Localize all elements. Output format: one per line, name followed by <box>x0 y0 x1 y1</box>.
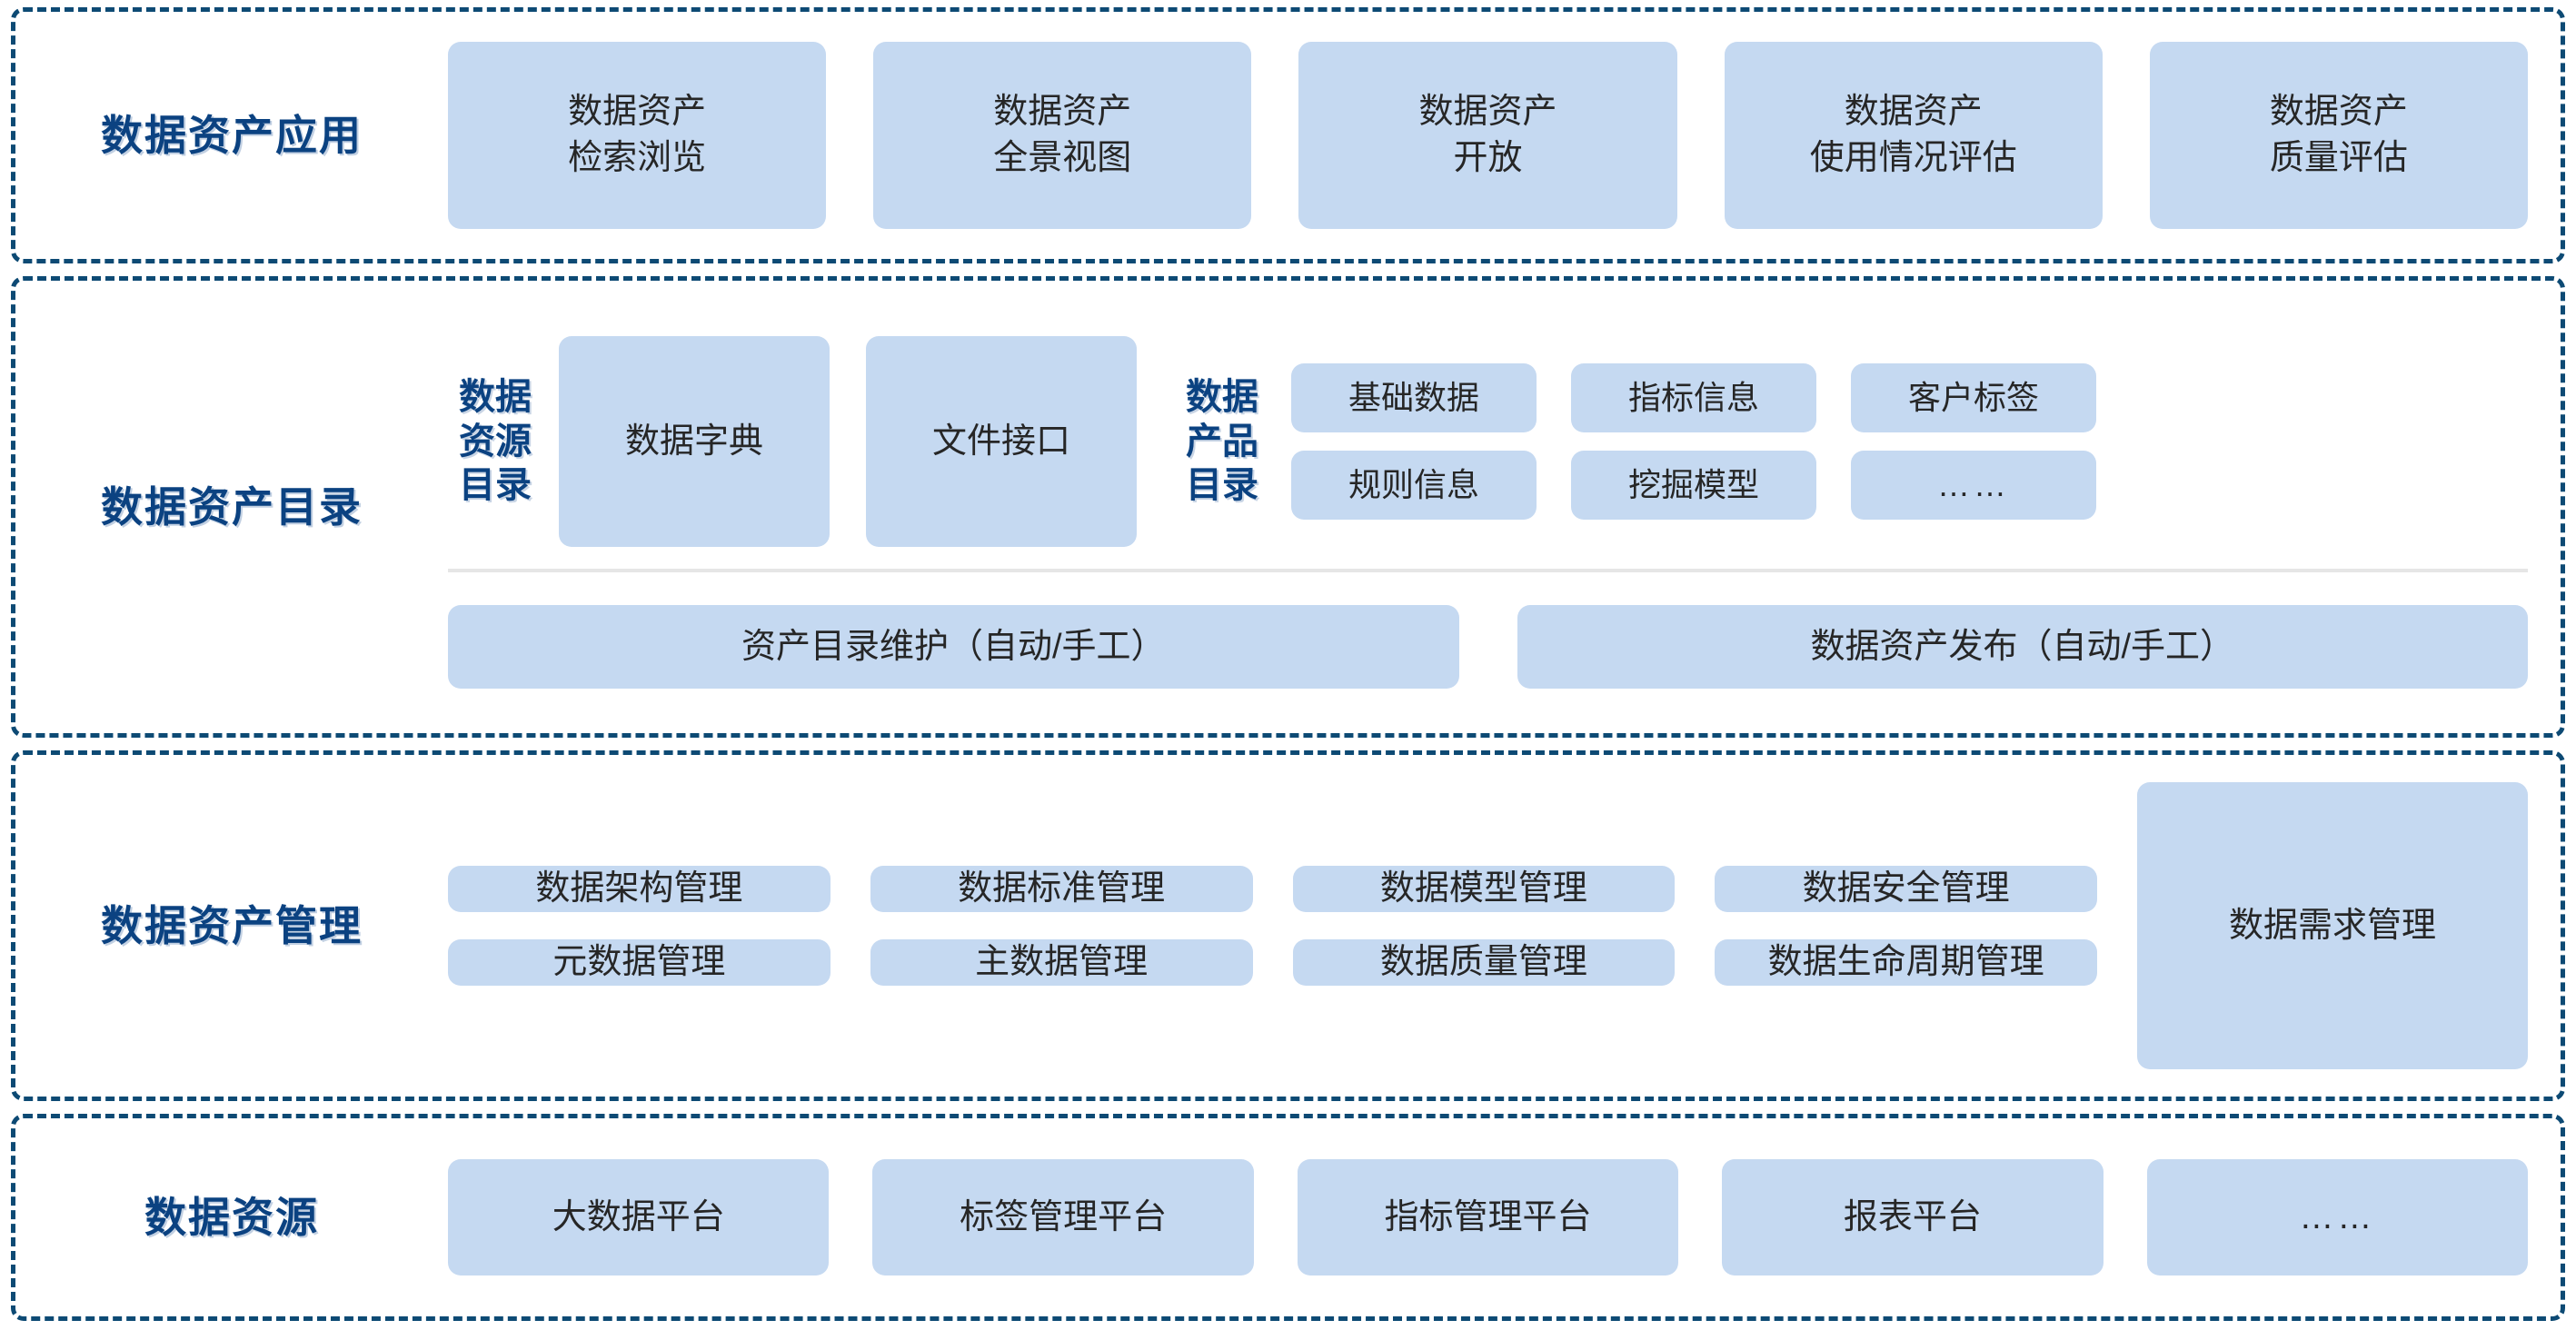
app-card-retrieval-browse[interactable]: 数据资产 检索浏览 <box>448 42 827 229</box>
catalog-body: 数据 资源 目录 数据字典 文件接口 数据 产品 目录 基础数据 指标信息 客户… <box>448 281 2561 733</box>
manage-card-data-security[interactable]: 数据安全管理 <box>1715 866 2097 912</box>
resource-card-ellipsis[interactable]: …… <box>2146 1159 2529 1275</box>
catalog-card-ellipsis[interactable]: …… <box>1851 451 2096 520</box>
resource-card-indicator-management-platform[interactable]: 指标管理平台 <box>1297 1159 1679 1275</box>
catalog-card-data-dictionary[interactable]: 数据字典 <box>559 336 830 547</box>
product-catalog-label: 数据 产品 目录 <box>1186 376 1258 506</box>
catalog-card-asset-publish[interactable]: 数据资产发布（自动/手工） <box>1517 605 2528 689</box>
resource-catalog-label: 数据 资源 目录 <box>459 376 532 506</box>
resource-card-report-platform[interactable]: 报表平台 <box>1722 1159 2104 1275</box>
section-data-asset-applications: 数据资产应用 数据资产 检索浏览 数据资产 全景视图 数据资产 开放 数据资产 … <box>11 7 2565 263</box>
app-card-quality-assessment[interactable]: 数据资产 质量评估 <box>2149 42 2529 229</box>
app-card-asset-open[interactable]: 数据资产 开放 <box>1298 42 1677 229</box>
catalog-bottom-row: 资产目录维护（自动/手工） 数据资产发布（自动/手工） <box>448 592 2528 701</box>
section-data-asset-catalog: 数据资产目录 数据 资源 目录 数据字典 文件接口 数据 产品 目录 基础数据 … <box>11 276 2565 738</box>
catalog-divider <box>448 569 2528 572</box>
management-card-grid: 数据架构管理 数据标准管理 数据模型管理 数据安全管理 元数据管理 主数据管理 … <box>448 866 2097 986</box>
resource-card-tag-management-platform[interactable]: 标签管理平台 <box>872 1159 1254 1275</box>
applications-card-row: 数据资产 检索浏览 数据资产 全景视图 数据资产 开放 数据资产 使用情况评估 … <box>448 42 2561 229</box>
app-card-usage-assessment[interactable]: 数据资产 使用情况评估 <box>1724 42 2103 229</box>
manage-card-data-architecture[interactable]: 数据架构管理 <box>448 866 830 912</box>
resource-card-big-data-platform[interactable]: 大数据平台 <box>448 1159 830 1275</box>
management-body: 数据架构管理 数据标准管理 数据模型管理 数据安全管理 元数据管理 主数据管理 … <box>448 782 2561 1069</box>
section-title-catalog: 数据资产目录 <box>101 482 363 531</box>
manage-card-data-requirement[interactable]: 数据需求管理 <box>2137 782 2528 1069</box>
resources-card-row: 大数据平台 标签管理平台 指标管理平台 报表平台 …… <box>448 1159 2561 1275</box>
manage-card-metadata[interactable]: 元数据管理 <box>448 939 830 986</box>
manage-card-data-standard[interactable]: 数据标准管理 <box>870 866 1253 912</box>
catalog-card-mining-model[interactable]: 挖掘模型 <box>1571 451 1816 520</box>
catalog-top-row: 数据 资源 目录 数据字典 文件接口 数据 产品 目录 基础数据 指标信息 客户… <box>448 313 2528 556</box>
manage-card-data-model[interactable]: 数据模型管理 <box>1292 866 1676 912</box>
catalog-card-file-interface[interactable]: 文件接口 <box>866 336 1137 547</box>
catalog-card-indicator-info[interactable]: 指标信息 <box>1571 363 1816 432</box>
resource-catalog-cards: 数据字典 文件接口 <box>559 336 1137 547</box>
catalog-card-customer-tag[interactable]: 客户标签 <box>1851 363 2096 432</box>
manage-card-master-data[interactable]: 主数据管理 <box>870 939 1253 986</box>
section-title-resources: 数据资源 <box>144 1193 319 1241</box>
app-card-panorama-view[interactable]: 数据资产 全景视图 <box>873 42 1252 229</box>
section-title-management: 数据资产管理 <box>101 901 363 949</box>
section-data-resources: 数据资源 大数据平台 标签管理平台 指标管理平台 报表平台 …… <box>11 1114 2565 1321</box>
manage-card-data-lifecycle[interactable]: 数据生命周期管理 <box>1715 939 2097 986</box>
manage-card-data-quality[interactable]: 数据质量管理 <box>1292 939 1676 986</box>
section-data-asset-management: 数据资产管理 数据架构管理 数据标准管理 数据模型管理 数据安全管理 元数据管理… <box>11 750 2565 1101</box>
catalog-card-basic-data[interactable]: 基础数据 <box>1291 363 1537 432</box>
catalog-card-rule-info[interactable]: 规则信息 <box>1291 451 1537 520</box>
product-catalog-cards: 基础数据 指标信息 客户标签 规则信息 挖掘模型 …… <box>1291 363 2096 520</box>
section-title-applications: 数据资产应用 <box>101 111 363 159</box>
catalog-card-catalog-maintenance[interactable]: 资产目录维护（自动/手工） <box>448 605 1459 689</box>
